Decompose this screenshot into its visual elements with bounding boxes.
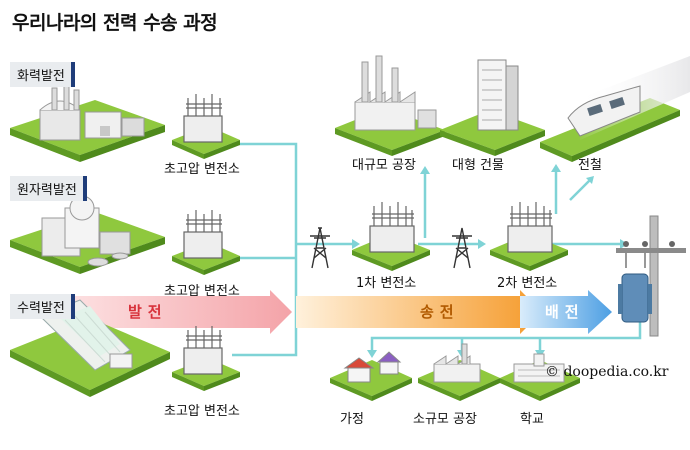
- second-substation-label: 2차 변전소: [497, 276, 558, 291]
- small-factory-label: 소규모 공장: [413, 412, 477, 427]
- home-label: 가정: [340, 412, 364, 427]
- large-building-label: 대형 건물: [452, 158, 504, 173]
- electric-train-icon: [567, 56, 690, 140]
- transmission-tower-icon: [310, 227, 330, 269]
- small-factory-icon: [433, 343, 481, 383]
- railway-label: 전철: [578, 158, 602, 173]
- hydro-power-tag: 수력발전: [10, 294, 75, 319]
- copyright-credit: © doopedia.co.kr: [545, 364, 669, 380]
- distribution-arrow: [520, 290, 612, 334]
- ultra-high-substation-label-3: 초고압 변전소: [164, 404, 240, 419]
- substation-icon: [183, 94, 223, 143]
- large-factory-label: 대규모 공장: [352, 158, 416, 173]
- transmission-stage-label: 송전: [420, 303, 460, 321]
- nuclear-plant-icon: [41, 195, 131, 267]
- large-factory-icon: [354, 55, 437, 131]
- distribution-stage-label: 배전: [545, 303, 585, 321]
- railway-tile: [540, 98, 680, 162]
- transmission-tower-icon: [452, 227, 472, 269]
- substation-icon: [369, 202, 415, 253]
- stage-arrows: [60, 290, 612, 334]
- school-label: 학교: [520, 412, 544, 427]
- pole-transformer-icon: [618, 273, 652, 323]
- generation-arrow: [60, 290, 292, 334]
- house-icon: [343, 351, 402, 383]
- thermal-power-tag: 화력발전: [10, 62, 75, 87]
- first-substation-label: 1차 변전소: [356, 276, 417, 291]
- nuclear-power-tag: 원자력발전: [10, 176, 87, 201]
- transmission-arrow: [296, 290, 542, 334]
- page-title: 우리나라의 전력 수송 과정: [12, 12, 218, 34]
- ultra-high-substation-label-1: 초고압 변전소: [164, 162, 240, 177]
- large-building-icon: [477, 59, 519, 131]
- substation-icon: [183, 326, 223, 375]
- substation-icon: [507, 202, 553, 253]
- generation-stage-label: 발전: [128, 303, 168, 321]
- ultra-high-substation-label-2: 초고압 변전소: [164, 284, 240, 299]
- arrowheads: [352, 164, 628, 358]
- substation-icon: [183, 210, 223, 259]
- thermal-plant-icon: [39, 83, 145, 141]
- school-icon: [513, 353, 565, 383]
- utility-pole-icon: [616, 215, 686, 337]
- transmission-lines: [232, 142, 642, 357]
